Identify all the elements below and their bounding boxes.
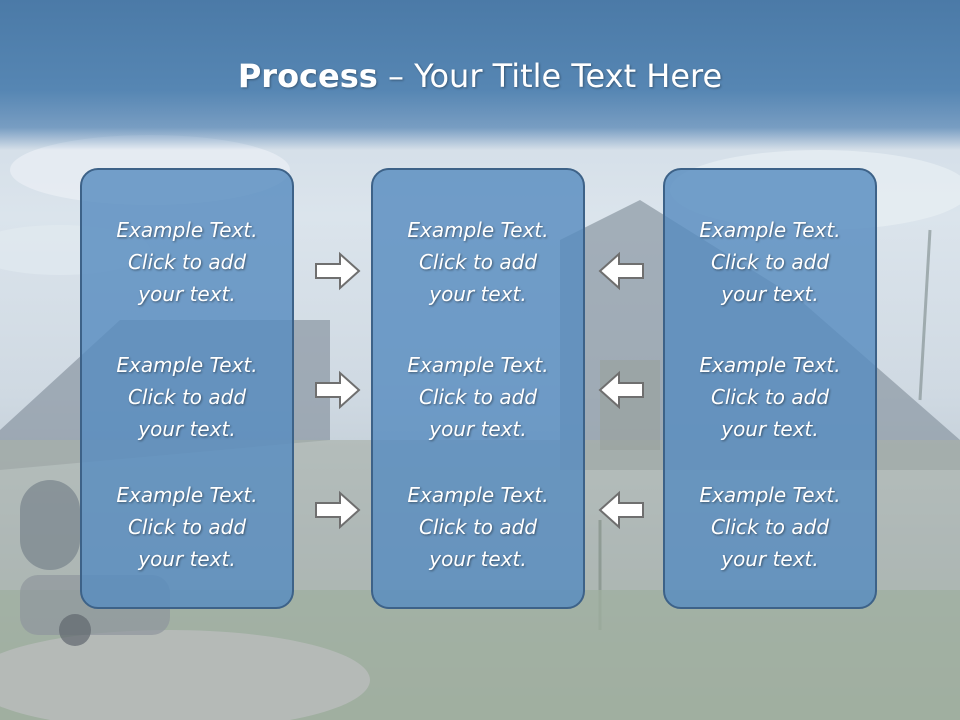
- text-placeholder[interactable]: Example Text. Click to add your text.: [699, 483, 841, 571]
- text-placeholder[interactable]: Example Text. Click to add your text.: [116, 218, 258, 306]
- title-bold: Process: [237, 57, 378, 95]
- text-placeholder[interactable]: Example Text. Click to add your text.: [699, 218, 841, 306]
- text-placeholder[interactable]: Example Text. Click to add your text.: [116, 353, 258, 441]
- slide-title[interactable]: Process – Your Title Text Here: [0, 56, 960, 96]
- middle-panel: Example Text. Click to add your text. Ex…: [371, 168, 585, 609]
- text-placeholder[interactable]: Example Text. Click to add your text.: [407, 483, 549, 571]
- right-arrow-icon: [315, 370, 361, 410]
- title-rest: – Your Title Text Here: [377, 57, 723, 95]
- left-arrow-icon: [598, 490, 644, 530]
- title-band: [0, 0, 960, 150]
- right-arrow-icon: [315, 251, 361, 291]
- right-arrow-icon: [315, 490, 361, 530]
- right-panel: Example Text. Click to add your text. Ex…: [663, 168, 877, 609]
- text-placeholder[interactable]: Example Text. Click to add your text.: [116, 483, 258, 571]
- left-arrow-icon: [598, 370, 644, 410]
- left-arrow-icon: [598, 251, 644, 291]
- text-placeholder[interactable]: Example Text. Click to add your text.: [407, 218, 549, 306]
- left-panel: Example Text. Click to add your text. Ex…: [80, 168, 294, 609]
- text-placeholder[interactable]: Example Text. Click to add your text.: [407, 353, 549, 441]
- text-placeholder[interactable]: Example Text. Click to add your text.: [699, 353, 841, 441]
